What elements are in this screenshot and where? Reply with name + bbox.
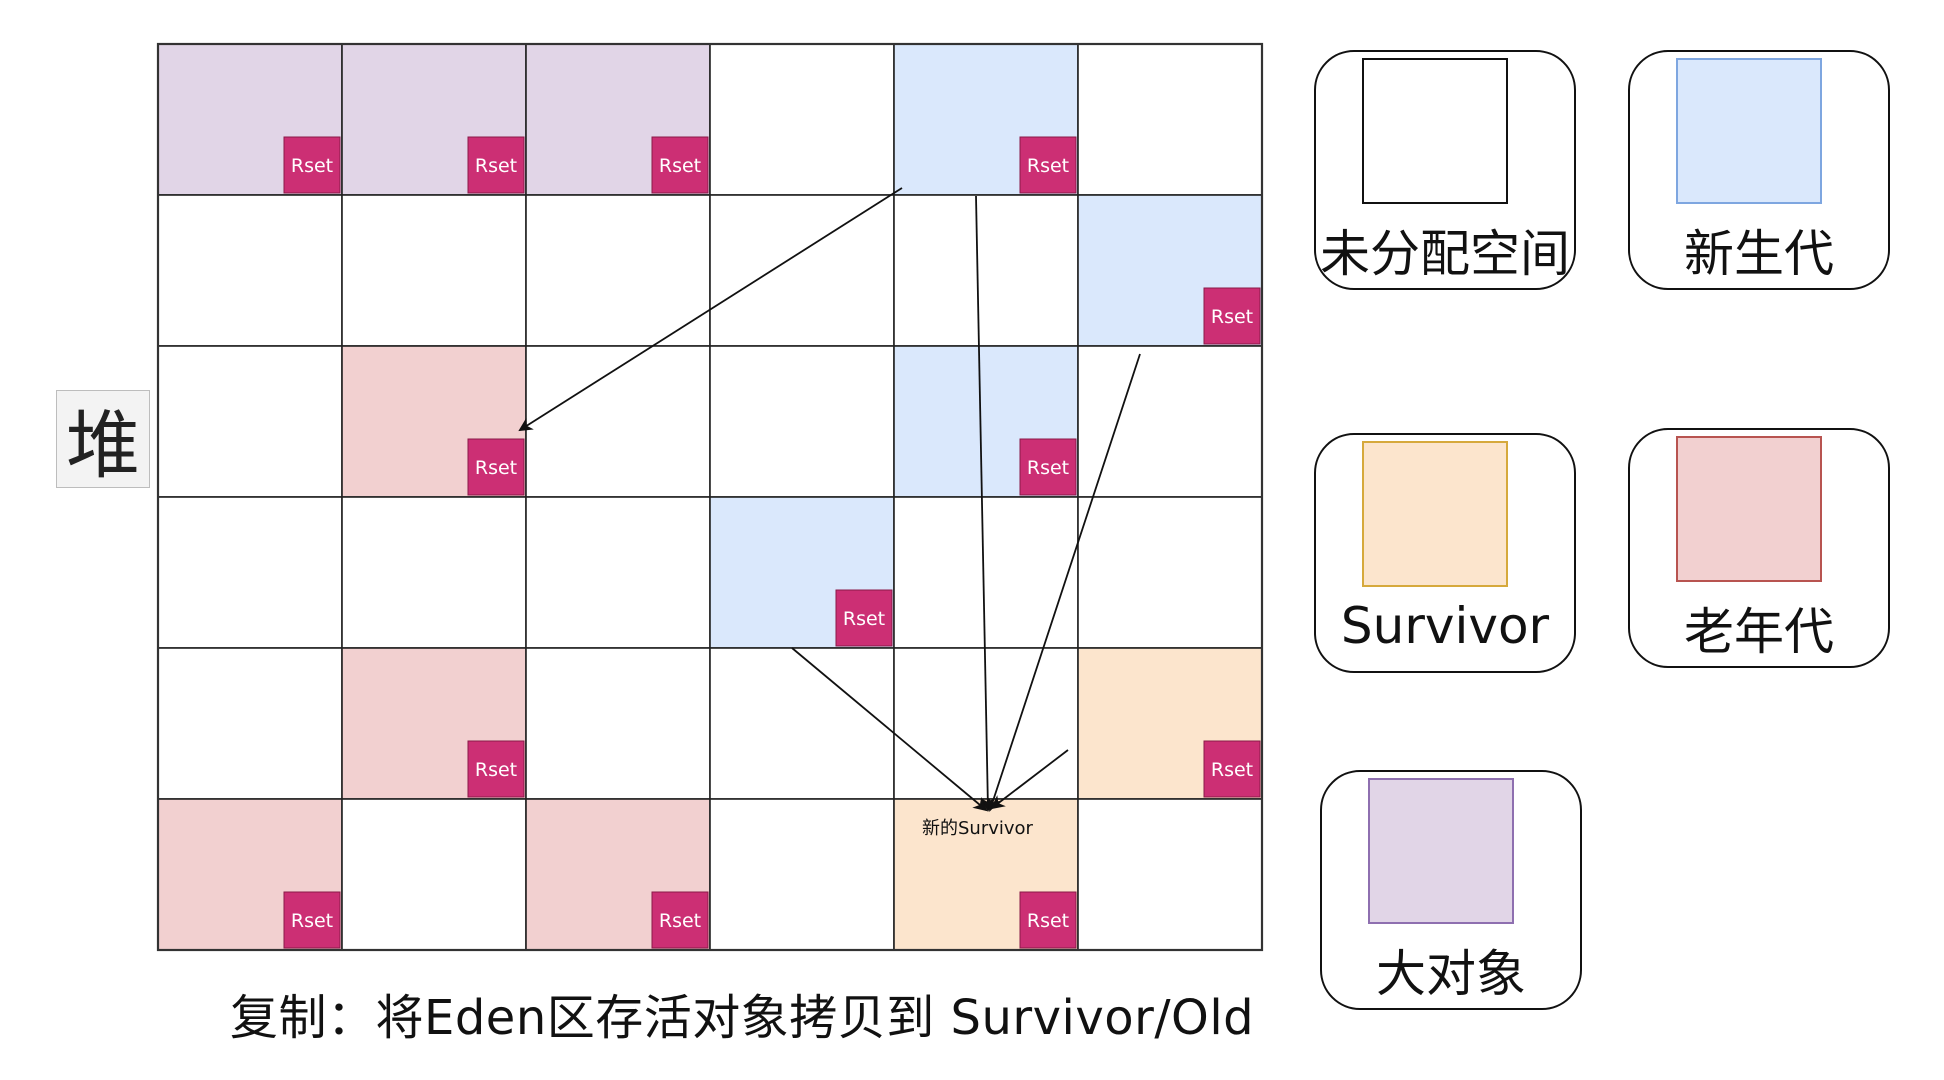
- heap-region-unallocated: [157, 345, 343, 498]
- legend-survivor: Survivor: [1314, 433, 1576, 673]
- rset-text: Rset: [1211, 759, 1253, 781]
- heap-region-unallocated: [525, 496, 711, 649]
- copy-arrow: [791, 647, 988, 812]
- rset-box: [1019, 136, 1077, 194]
- rset-marker: Rset: [651, 136, 709, 194]
- heap-region-unallocated: [341, 798, 527, 951]
- rset-text: Rset: [1027, 457, 1069, 479]
- rset-text: Rset: [475, 155, 517, 177]
- new-survivor-label: 新的Survivor: [922, 818, 1034, 839]
- legend-unallocated: 未分配空间: [1314, 50, 1576, 290]
- rset-text: Rset: [475, 457, 517, 479]
- heap-region-unallocated: [157, 496, 343, 649]
- heap-region-unallocated: [709, 345, 895, 498]
- rset-box: [1019, 438, 1077, 496]
- rset-marker: Rset: [467, 136, 525, 194]
- copy-arrows: [518, 187, 1141, 812]
- rset-box: [651, 891, 709, 949]
- rset-marker: Rset: [1019, 438, 1077, 496]
- copy-arrow: [987, 353, 1141, 812]
- legend-unallocated-label: 未分配空间: [1320, 225, 1570, 283]
- rset-marker: Rset: [1203, 287, 1261, 345]
- heap-region-unallocated: [1077, 798, 1263, 951]
- heap-region-unallocated: [709, 798, 895, 951]
- rset-box: [1203, 287, 1261, 345]
- rset-text: Rset: [1027, 155, 1069, 177]
- heap-region-unallocated: [157, 194, 343, 347]
- rset-box: [1203, 740, 1261, 798]
- rset-marker: Rset: [835, 589, 893, 647]
- rset-text: Rset: [843, 608, 885, 630]
- rset-marker: Rset: [283, 891, 341, 949]
- diagram-caption: 复制：将Eden区存活对象拷贝到 Survivor/Old: [230, 990, 1255, 1046]
- copy-arrow: [975, 195, 995, 812]
- legend-young-label: 新生代: [1684, 225, 1834, 283]
- heap-region-unallocated: [709, 194, 895, 347]
- heap-region-unallocated: [157, 647, 343, 800]
- white-square-icon: [1362, 58, 1508, 204]
- rset-marker: Rset: [283, 136, 341, 194]
- rset-text: Rset: [475, 759, 517, 781]
- rset-box: [467, 136, 525, 194]
- heap-region-unallocated: [341, 496, 527, 649]
- rset-marker: Rset: [1203, 740, 1261, 798]
- rset-box: [283, 891, 341, 949]
- rset-box: [467, 438, 525, 496]
- rset-text: Rset: [291, 155, 333, 177]
- legend-young: 新生代: [1628, 50, 1890, 290]
- rset-text: Rset: [1027, 910, 1069, 932]
- legend-old-label: 老年代: [1684, 603, 1834, 661]
- legend-humongous-label: 大对象: [1376, 945, 1526, 1003]
- orange-square-icon: [1362, 441, 1508, 587]
- rset-text: Rset: [291, 910, 333, 932]
- heap-region-unallocated: [525, 194, 711, 347]
- heap-region-unallocated: [1077, 43, 1263, 196]
- rset-marker: Rset: [651, 891, 709, 949]
- heap-region-unallocated: [893, 496, 1079, 649]
- copy-arrow: [518, 187, 903, 432]
- heap-region-unallocated: [525, 647, 711, 800]
- heap-region-unallocated: [1077, 496, 1263, 649]
- rset-text: Rset: [659, 155, 701, 177]
- rset-marker: Rset: [1019, 891, 1077, 949]
- pink-square-icon: [1676, 436, 1822, 582]
- rset-box: [835, 589, 893, 647]
- copy-arrow: [990, 749, 1069, 810]
- heap-outer-border: [156, 42, 1264, 952]
- heap-region-unallocated: [709, 647, 895, 800]
- heap-label-text: 堆: [66, 402, 140, 489]
- heap-region-unallocated: [893, 194, 1079, 347]
- rset-box: [283, 136, 341, 194]
- rset-box: [1019, 891, 1077, 949]
- rset-marker: Rset: [1019, 136, 1077, 194]
- legend-old: 老年代: [1628, 428, 1890, 668]
- heap-region-unallocated: [341, 194, 527, 347]
- heap-region-unallocated: [709, 43, 895, 196]
- rset-marker: Rset: [467, 438, 525, 496]
- rset-box: [467, 740, 525, 798]
- rset-box: [651, 136, 709, 194]
- heap-label: 堆: [56, 390, 150, 489]
- heap-region-grid: [156, 42, 1264, 952]
- rset-marker: Rset: [467, 740, 525, 798]
- rset-text: Rset: [1211, 306, 1253, 328]
- rset-text: Rset: [659, 910, 701, 932]
- purple-square-icon: [1368, 778, 1514, 924]
- legend-humongous: 大对象: [1320, 770, 1582, 1010]
- blue-square-icon: [1676, 58, 1822, 204]
- heap-region-unallocated: [525, 345, 711, 498]
- heap-region-unallocated: [1077, 345, 1263, 498]
- legend-survivor-label: Survivor: [1340, 597, 1550, 655]
